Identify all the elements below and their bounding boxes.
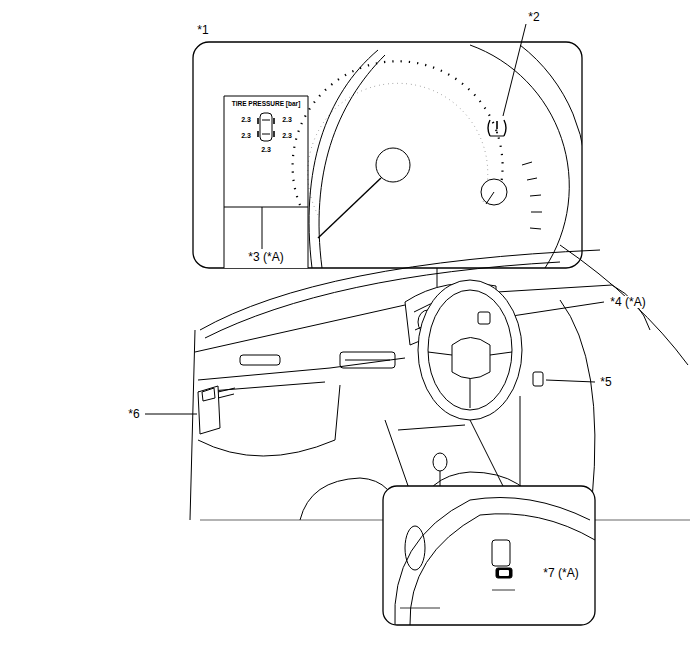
meter-inset bbox=[193, 42, 586, 270]
callout-number: *3 (*A) bbox=[247, 251, 284, 263]
tire-pressure-value: 2.3 bbox=[281, 132, 293, 139]
tire-pressure-value: 2.3 bbox=[281, 116, 293, 123]
callout-number: *6 bbox=[127, 408, 140, 420]
callout-number: *2 bbox=[527, 11, 540, 23]
vehicle-interior bbox=[190, 245, 690, 520]
callout-number: *4 (*A) bbox=[609, 296, 646, 308]
switch-inset bbox=[383, 486, 595, 625]
display-title: TIRE PRESSURE [bar] bbox=[231, 101, 302, 108]
tire-pressure-value: 2.3 bbox=[240, 116, 252, 123]
callout-number: *7 (*A) bbox=[542, 567, 579, 579]
tire-pressure-value: 2.3 bbox=[260, 146, 272, 153]
callout-number: *5 bbox=[599, 376, 612, 388]
callout-number: *1 bbox=[196, 24, 209, 36]
tire-pressure-value: 2.3 bbox=[240, 132, 252, 139]
